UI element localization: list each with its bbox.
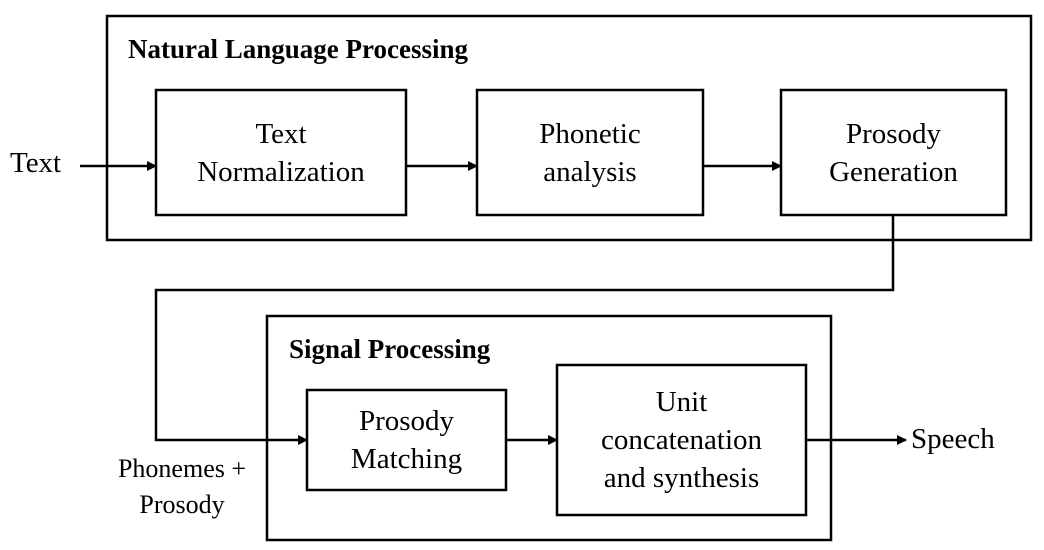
text-normalization-line1: Text xyxy=(255,117,307,150)
output-speech-label: Speech xyxy=(911,423,995,455)
prosody-generation-label: Prosody Generation xyxy=(781,90,1006,215)
signal-group-title: Signal Processing xyxy=(289,334,491,364)
unit-concatenation-line2: concatenation xyxy=(600,424,763,456)
input-text-label: Text xyxy=(10,147,62,179)
phonetic-analysis-line1: Phonetic xyxy=(539,117,641,150)
prosody-matching-line1: Prosody xyxy=(358,405,455,437)
signal-group-frame xyxy=(265,314,833,542)
unit-concatenation-line3: and synthesis xyxy=(603,462,760,494)
prosody-matching-label: Prosody Matching xyxy=(307,390,506,490)
nlp-group-title: Natural Language Processing xyxy=(128,34,469,64)
phonetic-analysis-label: Phonetic analysis xyxy=(477,90,703,215)
phonetic-analysis-line2: analysis xyxy=(543,155,637,188)
connector-prosody-generation-to-signal xyxy=(154,215,895,445)
text-normalization-label: Text Normalization xyxy=(156,90,406,215)
prosody-generation-line2: Generation xyxy=(829,155,958,188)
text-normalization-box xyxy=(154,88,408,217)
unit-concatenation-label: Unit concatenation and synthesis xyxy=(557,365,806,515)
nlp-group-frame xyxy=(105,14,1033,242)
intermediate-label-line2: Prosody xyxy=(139,490,225,519)
prosody-matching-line2: Matching xyxy=(350,443,463,475)
unit-concatenation-line1: Unit xyxy=(655,386,708,418)
text-normalization-line2: Normalization xyxy=(197,155,365,188)
phonetic-analysis-box xyxy=(475,88,705,217)
intermediate-label-line1: Phonemes + xyxy=(117,454,247,483)
prosody-generation-line1: Prosody xyxy=(845,117,942,150)
